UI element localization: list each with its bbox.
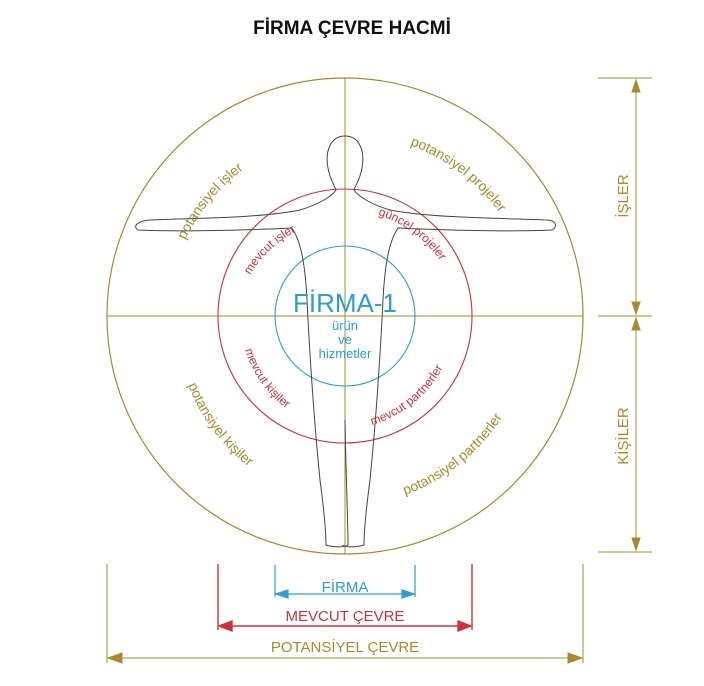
diagram-title: FİRMA ÇEVRE HACMİ <box>253 18 451 39</box>
center-line-1: ürün <box>332 318 358 333</box>
svg-text:potansiyel kişiler: potansiyel kişiler <box>185 380 257 469</box>
outer-label-bottom-left: potansiyel kişiler <box>185 380 257 469</box>
center-firm-name: FİRMA-1 <box>293 288 397 318</box>
middle-label-bottom-left: mevcut kişiler <box>242 346 293 411</box>
svg-text:mevcut kişiler: mevcut kişiler <box>242 346 293 411</box>
firm-dimension-label: FİRMA <box>322 578 369 596</box>
side-axis <box>598 77 652 553</box>
outer-label-top-right: potansiyel projeler <box>409 133 510 215</box>
outer-label-bottom-right: potansiyel partnerler <box>400 409 505 497</box>
svg-text:potansiyel işler: potansiyel işler <box>173 159 245 242</box>
middle-label-bottom-right: mevcut partnerler <box>368 362 445 428</box>
outer-label-top-left: potansiyel işler <box>173 159 245 242</box>
current-environment-dimension <box>217 564 473 633</box>
center-line-2: ve <box>338 332 352 347</box>
potential-environment-label: POTANSİYEL ÇEVRE <box>271 638 419 656</box>
potential-environment-dimension <box>106 564 584 664</box>
svg-text:potansiyel projeler: potansiyel projeler <box>409 133 510 215</box>
side-axis-label-top: İŞLER <box>614 174 632 218</box>
firm-dimension <box>274 565 416 599</box>
svg-text:mevcut partnerler: mevcut partnerler <box>368 362 445 428</box>
human-figure <box>135 135 556 548</box>
current-environment-label: MEVCUT ÇEVRE <box>286 608 405 625</box>
side-axis-label-bottom: KİŞİLER <box>614 407 632 465</box>
svg-text:potansiyel partnerler: potansiyel partnerler <box>400 409 505 497</box>
center-line-3: hizmetler <box>319 346 372 361</box>
firm-circle <box>274 245 416 387</box>
